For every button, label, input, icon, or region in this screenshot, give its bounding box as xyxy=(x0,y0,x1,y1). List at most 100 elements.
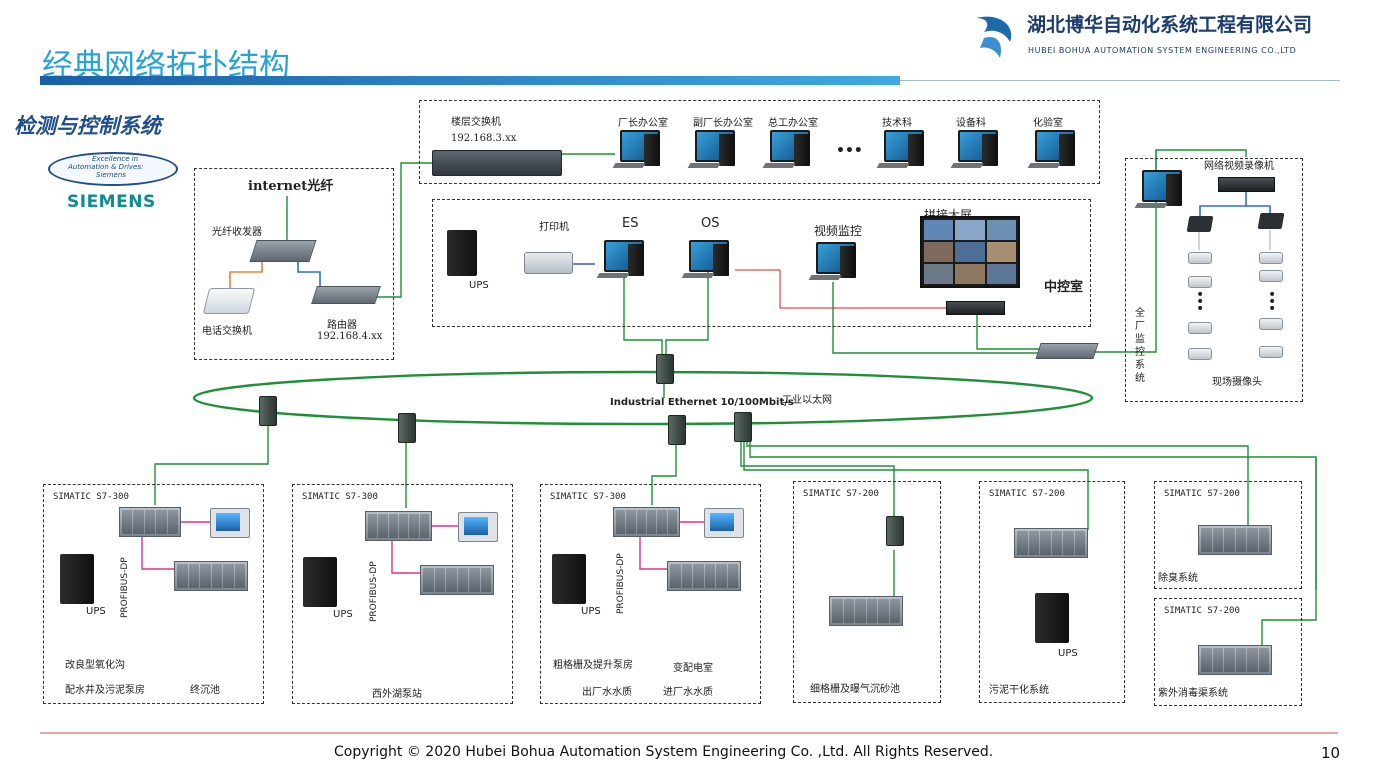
company-name-cn: 湖北博华自动化系统工程有限公司 xyxy=(1027,14,1313,36)
nvr-label: 网络视频录像机 xyxy=(1204,161,1274,172)
station-ups-label: UPS xyxy=(581,606,601,617)
keyboard xyxy=(762,163,796,168)
plc-io-rack xyxy=(420,565,494,595)
station-ups-label: UPS xyxy=(86,606,106,617)
hmi-panel xyxy=(704,508,744,538)
station-1-region xyxy=(43,484,264,704)
ring-switch-icon xyxy=(259,396,277,426)
floor-switch-device xyxy=(432,150,562,176)
ring-label: Industrial Ethernet 10/100Mbit/s xyxy=(610,397,794,408)
io-module-slot xyxy=(457,568,468,592)
pc-tower xyxy=(794,134,810,166)
control-ups-device xyxy=(447,230,477,276)
io-module-slot xyxy=(200,564,211,588)
io-module-slot xyxy=(1247,648,1258,672)
station-area-label: 细格栅及曝气沉砂池 xyxy=(810,684,900,695)
io-module-slot xyxy=(1051,531,1062,555)
printer-label: 打印机 xyxy=(539,222,569,233)
plc-io-rack xyxy=(1198,645,1272,675)
cctv-switch-right-device xyxy=(1257,213,1285,229)
field-cameras-label: 现场摄像头 xyxy=(1212,377,1262,388)
station-plc-label: SIMATIC S7-300 xyxy=(53,492,129,502)
plc-cpu-rack xyxy=(365,511,432,541)
io-module-slot xyxy=(667,510,677,534)
io-module-slot xyxy=(636,510,646,534)
station-4-switch-icon xyxy=(886,516,904,546)
fiber-transceiver-device xyxy=(249,240,317,262)
io-module-slot xyxy=(167,510,179,534)
keyboard xyxy=(808,275,842,280)
internet-region xyxy=(194,168,394,360)
keyboard xyxy=(1134,203,1168,208)
io-module-slot xyxy=(469,568,480,592)
copyright-text: Copyright © 2020 Hubei Bohua Automation … xyxy=(334,744,994,760)
io-module-slot xyxy=(681,564,692,588)
io-module-slot xyxy=(657,510,667,534)
io-module-slot xyxy=(188,564,199,588)
camera-icon xyxy=(1188,348,1212,360)
io-module-slot xyxy=(670,564,681,588)
control-room-label: 中控室 xyxy=(1044,280,1084,295)
io-module-slot xyxy=(616,510,626,534)
keyboard xyxy=(596,273,630,278)
video-wall-display xyxy=(920,216,1020,288)
station-plc-label: SIMATIC S7-200 xyxy=(803,489,879,499)
pc-tower xyxy=(1059,134,1075,166)
floor-switch-label: 楼层交换机 xyxy=(451,117,501,128)
station-6-region xyxy=(1154,481,1302,589)
pc-tower xyxy=(908,134,924,166)
camera-icon xyxy=(1259,270,1283,282)
station-2-region xyxy=(292,484,513,704)
profibus-label: PROFIBUS-DP xyxy=(369,561,379,622)
io-module-slot xyxy=(693,564,704,588)
office-room-label: 化验室 xyxy=(1033,118,1063,129)
station-area-label: 终沉池 xyxy=(190,685,220,696)
plc-io-rack xyxy=(174,561,248,591)
io-module-slot xyxy=(234,564,245,588)
station-area-label: 除臭系统 xyxy=(1158,573,1198,584)
office-pc xyxy=(612,130,664,170)
io-module-slot xyxy=(1063,531,1074,555)
io-module-slot xyxy=(716,564,727,588)
io-module-slot xyxy=(878,599,889,623)
keyboard xyxy=(612,163,646,168)
io-module-slot xyxy=(889,599,900,623)
office-room-label: 技术科 xyxy=(882,118,912,129)
station-plc-label: SIMATIC S7-200 xyxy=(989,489,1065,499)
pc-tower xyxy=(1166,174,1182,206)
io-module-slot xyxy=(419,514,429,538)
ups-device xyxy=(1035,593,1069,643)
floor-switch-ip: 192.168.3.xx xyxy=(451,133,517,144)
io-module-slot xyxy=(156,510,167,534)
io-module-slot xyxy=(1224,528,1235,552)
ring-switch-icon xyxy=(668,415,686,445)
control-room-region xyxy=(432,199,1091,327)
cctv-workstation xyxy=(1134,170,1186,210)
io-module-slot xyxy=(1247,528,1258,552)
router-device xyxy=(311,286,381,304)
pc-tower xyxy=(628,244,644,276)
nvr-device xyxy=(1218,177,1275,192)
io-module-slot xyxy=(1235,648,1246,672)
profibus-label: PROFIBUS-DP xyxy=(120,557,130,618)
io-module-slot xyxy=(122,510,133,534)
title-underline xyxy=(40,76,900,85)
station-area-label: 改良型氧化沟 xyxy=(65,660,125,671)
plc-io-rack xyxy=(1198,525,1272,555)
es-workstation xyxy=(596,240,648,280)
pc-tower xyxy=(644,134,660,166)
phone-switch-device xyxy=(202,288,256,314)
plc-cpu-rack xyxy=(613,507,680,537)
phone-switch-label: 电话交换机 xyxy=(202,326,252,337)
io-module-slot xyxy=(423,568,434,592)
ups-device xyxy=(552,554,586,604)
io-module-slot xyxy=(409,514,419,538)
office-pc xyxy=(950,130,1002,170)
camera-icon xyxy=(1259,318,1283,330)
station-7-region xyxy=(1154,598,1302,706)
cctv-system-char: 厂 xyxy=(1135,321,1145,332)
office-room-label: 总工办公室 xyxy=(768,118,818,129)
io-module-slot xyxy=(1028,531,1039,555)
io-module-slot xyxy=(1258,648,1269,672)
io-module-slot xyxy=(223,564,234,588)
